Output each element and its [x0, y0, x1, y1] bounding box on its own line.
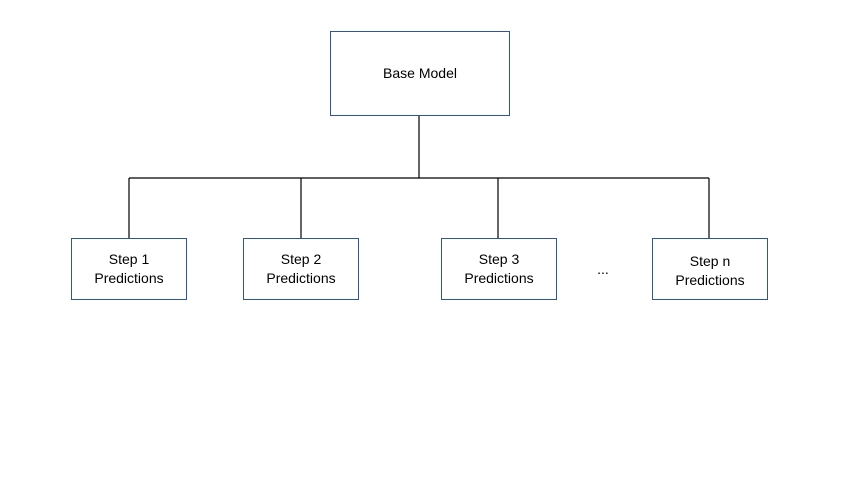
- base-model-box: Base Model: [330, 31, 510, 116]
- step-3-label: Step 3: [478, 251, 520, 267]
- step-3-predictions-box: Step 3 Predictions: [441, 238, 557, 300]
- step-1-label: Step 1: [108, 251, 150, 267]
- step-1-predictions-label: Predictions: [94, 270, 164, 286]
- step-3-predictions-label: Predictions: [464, 270, 534, 286]
- step-n-label: Step n: [689, 252, 731, 269]
- step-2-predictions-label: Predictions: [266, 270, 336, 286]
- step-n-predictions-label: Predictions: [675, 271, 745, 288]
- ellipsis-gap-marker: ...: [597, 261, 609, 277]
- step-1-predictions-box: Step 1 Predictions: [71, 238, 187, 300]
- step-2-label: Step 2: [280, 251, 322, 267]
- step-2-predictions-box: Step 2 Predictions: [243, 238, 359, 300]
- base-model-label: Base Model: [383, 65, 457, 81]
- step-n-predictions-box: Step n Predictions: [652, 238, 768, 300]
